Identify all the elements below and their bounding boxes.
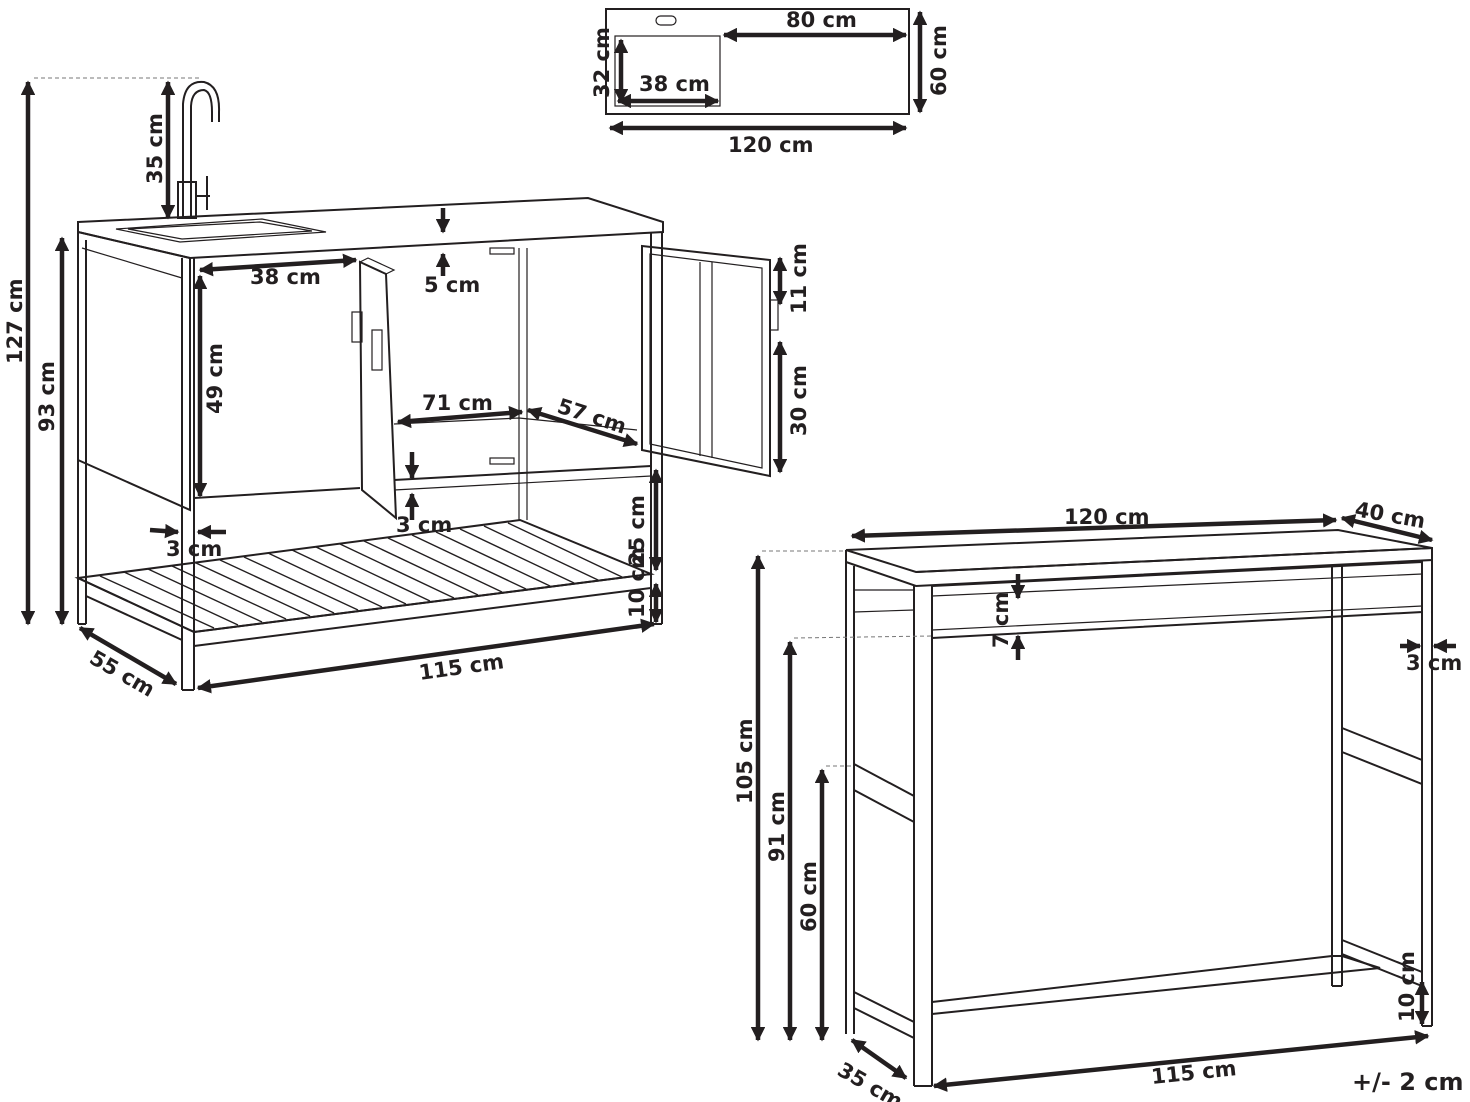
dim-inner-depth [526, 406, 639, 448]
ext-table-apron [793, 635, 933, 639]
label-opening-width: 38 cm [250, 265, 321, 289]
cabinet-bottom-rail-2 [393, 465, 652, 481]
top-view-outline [605, 8, 910, 115]
label-table-under-apron: 91 cm [765, 791, 789, 862]
label-table-top-width: 120 cm [1064, 505, 1149, 529]
label-table-side-rail: 60 cm [797, 861, 821, 932]
label-top-thickness: 5 cm [424, 273, 480, 297]
sink-basin [115, 218, 327, 243]
sink-cabinet: 127 cm 93 cm 35 cm 38 cm 5 cm 49 cm 11 c… [3, 77, 811, 702]
dim-opening-width [198, 253, 358, 277]
faucet [182, 80, 221, 218]
right-door-glass [649, 253, 763, 469]
dim-table-top-depth [1340, 514, 1434, 544]
label-inner-width: 71 cm [422, 391, 493, 415]
hinge-top [489, 247, 515, 255]
table-bottom-rail-right [1341, 939, 1423, 988]
label-shelf-gap: 25 cm [625, 495, 649, 566]
dim-cabinet-width [196, 618, 656, 694]
label-top-width: 120 cm [728, 133, 813, 157]
dim-cabinet-depth [78, 626, 178, 686]
cabinet-side-panel [77, 230, 191, 512]
table-bottom-rail-left [853, 991, 915, 1040]
label-table-foot: 10 cm [1395, 951, 1419, 1022]
table-apron-inner-2 [931, 605, 1423, 631]
dim-post-width-left [149, 523, 180, 539]
shelf-left-rail [85, 595, 183, 641]
label-table-apron: 7 cm [989, 592, 1013, 648]
table-left-side-rail [853, 762, 915, 824]
label-top-depth: 60 cm [927, 25, 951, 96]
label-sink-width: 38 cm [639, 72, 710, 96]
label-table-post: 3 cm [1406, 651, 1462, 675]
cabinet-bottom-rail [193, 487, 361, 499]
top-view: 80 cm 32 cm 38 cm 60 cm 120 cm [590, 8, 951, 157]
table-right-side-rail [1341, 726, 1423, 786]
faucet-base [177, 181, 197, 219]
right-door-handle [769, 299, 779, 331]
label-cabinet-body-height: 93 cm [35, 361, 59, 432]
label-rail-height: 3 cm [396, 513, 452, 537]
sink-basin-inner [127, 221, 313, 240]
label-cabinet-total-height: 127 cm [3, 279, 27, 364]
left-door [358, 260, 398, 521]
label-door-gap-top: 11 cm [787, 243, 811, 314]
faucet-inner [190, 88, 213, 218]
shelf-slats [99, 522, 623, 629]
side-rail [81, 247, 183, 279]
faucet-hole [655, 15, 677, 26]
label-table-total-height: 105 cm [733, 719, 757, 804]
dim-inner-width [396, 405, 524, 429]
left-door-edge [358, 257, 396, 275]
table-top-front [845, 546, 1433, 588]
cabinet-bottom-rail-3 [393, 475, 652, 491]
shelf-left-edge [77, 577, 195, 633]
table-bottom-rail [931, 955, 1381, 1015]
label-table-base-depth: 35 cm [834, 1058, 907, 1102]
label-post-width: 3 cm [166, 537, 222, 561]
label-opening-height: 49 cm [203, 343, 227, 414]
label-sink-depth: 32 cm [590, 27, 614, 98]
right-door [641, 244, 771, 478]
dim-table-top-width [850, 513, 1338, 543]
dim-table-base-width [932, 1030, 1430, 1092]
label-foot-height: 10 cm [625, 547, 649, 618]
hinge-bottom [489, 457, 515, 465]
label-door-panel: 30 cm [787, 365, 811, 436]
table-left-top-rail-2 [853, 609, 915, 613]
dim-table-base-depth [850, 1038, 908, 1080]
tolerance-note: +/- 2 cm [1352, 1068, 1463, 1096]
left-door-handle-2 [371, 329, 383, 371]
left-door-handle [351, 311, 363, 343]
label-counter-right: 80 cm [786, 8, 857, 32]
label-faucet-height: 35 cm [143, 113, 167, 184]
side-table: 120 cm 40 cm 7 cm 3 cm 105 cm 91 cm 60 c… [733, 497, 1462, 1102]
shelf-front-edge [193, 572, 652, 647]
